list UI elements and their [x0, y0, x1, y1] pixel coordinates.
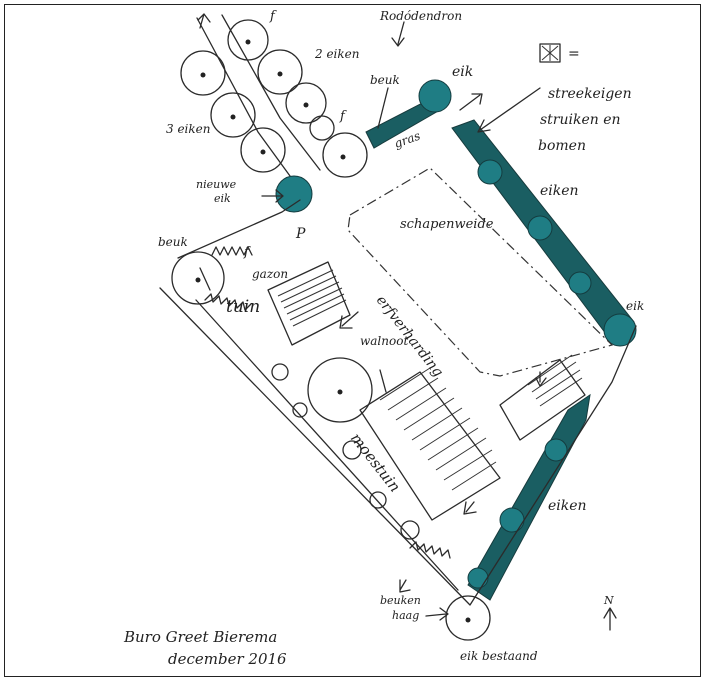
- label-beuk-left: beuk: [158, 235, 188, 249]
- north-arrow-icon: [603, 607, 617, 631]
- hedge-top-zigzag: [211, 246, 253, 256]
- label-eiken-bottom: eiken: [548, 498, 587, 514]
- label-eik-new: eik: [214, 192, 231, 205]
- arrow-beukenhaag: [399, 579, 411, 593]
- drawing-frame: [4, 4, 701, 677]
- lane-trees: [180, 19, 368, 178]
- arrow-legend: [477, 87, 541, 133]
- label-legend-eq: =: [568, 46, 580, 62]
- label-f-top: f: [269, 9, 277, 24]
- label-haag: haag: [392, 609, 419, 622]
- hedge-bottom-trees: [467, 438, 568, 589]
- label-bomen: bomen: [538, 138, 586, 154]
- label-nieuwe: nieuwe: [196, 178, 237, 191]
- arrow-tuin: [339, 311, 359, 329]
- label-2-eiken: 2 eiken: [314, 47, 360, 61]
- legend-symbol: [539, 43, 561, 63]
- label-north: N: [603, 594, 614, 607]
- moestuin-shrubs: [271, 363, 420, 540]
- label-3-eiken: 3 eiken: [166, 122, 211, 136]
- tree-eik-bestaand: [445, 595, 491, 641]
- label-rododendron: Rodódendron: [379, 9, 462, 23]
- arrow-gras: [459, 93, 483, 111]
- tree-beuk-left: [171, 251, 225, 305]
- label-schapenweide: schapenweide: [400, 217, 494, 232]
- label-walnoot: walnoot: [360, 334, 408, 348]
- schapenweide-boundary: [347, 167, 614, 377]
- plot-outline: [159, 199, 637, 606]
- label-struiken: struiken en: [540, 112, 621, 128]
- barn-building: [359, 367, 501, 521]
- tree-walnoot: [307, 357, 373, 423]
- label-tuin: tuin: [226, 297, 260, 317]
- signature-line-2: december 2016: [168, 650, 287, 668]
- arrow-shed: [535, 371, 547, 387]
- lane-edge-right: [221, 14, 321, 171]
- arrow-nieuwe-eik: [261, 189, 284, 203]
- label-eik-corner: eik: [626, 299, 644, 313]
- plot-left-edge: [195, 267, 459, 591]
- arrow-rododendron: [391, 21, 405, 47]
- label-beuken: beuken: [380, 594, 421, 607]
- arrow-eik-bestaand: [425, 607, 449, 621]
- signature-line-1: Buro Greet Bierema: [123, 628, 277, 646]
- label-eik-top: eik: [452, 64, 473, 80]
- lane-edge-left: [196, 17, 291, 177]
- label-beuk-top: beuk: [370, 73, 400, 87]
- label-eik-bestaand: eik bestaand: [460, 649, 538, 663]
- label-f-tuin: f: [243, 245, 251, 260]
- tree-nieuwe-eik: [275, 175, 313, 213]
- arrow-beuk: [377, 87, 389, 129]
- label-moestuin: moestuin: [347, 429, 404, 495]
- arrow-walnoot: [379, 369, 387, 393]
- label-p: P: [295, 226, 306, 242]
- hedge-right-trees: [477, 159, 637, 347]
- hedge-bottom-zigzag: [409, 541, 451, 559]
- house-building: [267, 261, 351, 346]
- arrow-barn: [463, 501, 477, 515]
- label-eiken-right: eiken: [540, 183, 579, 199]
- label-streekeigen: streekeigen: [548, 86, 632, 102]
- label-gazon: gazon: [252, 267, 288, 281]
- tree-eik-top: [418, 79, 452, 113]
- lane-arrow-up: [197, 13, 211, 29]
- label-f-mid: f: [339, 109, 347, 124]
- hedge-left-zigzag: [204, 293, 252, 311]
